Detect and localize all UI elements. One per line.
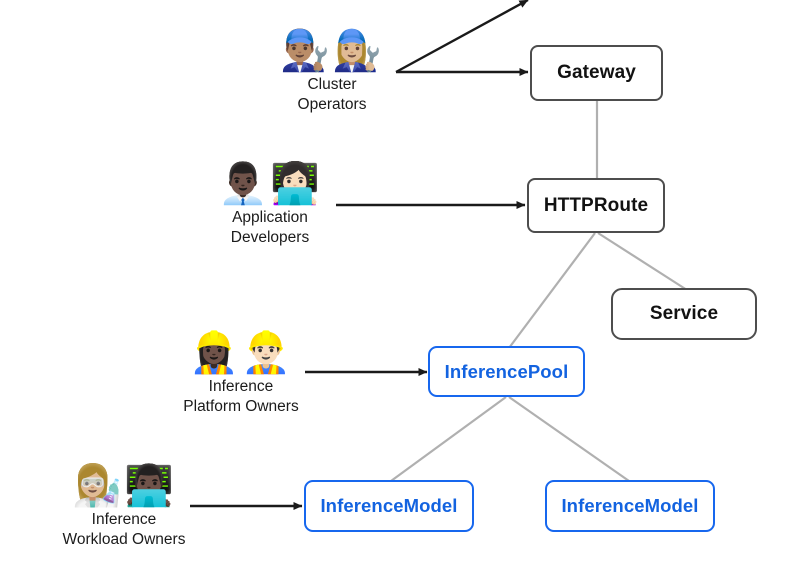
inference-workload-owners-emoji: 👩🏼‍🔬👨🏿‍💻 (72, 464, 176, 508)
application-developers-emoji: 👨🏿‍💼👩🏻‍💻 (218, 162, 322, 206)
inference-platform-owners-emoji: 👷🏿‍♀️👷🏻‍♂️ (189, 331, 293, 375)
cluster-operators-label: Cluster Operators (297, 76, 367, 113)
node-inferencemodel-2-label: InferenceModel (561, 495, 699, 516)
node-httproute-label: HTTPRoute (543, 194, 649, 216)
cluster-operators-emoji: 👨🏽‍🔧👩🏼‍🔧 (280, 29, 384, 73)
inference-platform-owners-label: Inference Platform Owners (183, 378, 299, 415)
persona-cluster-operators: 👨🏽‍🔧👩🏼‍🔧 Cluster Operators (217, 28, 447, 115)
node-inferencemodel-2[interactable]: InferenceModel (545, 480, 715, 532)
node-service-label: Service (649, 303, 719, 324)
edge-httproute-service (597, 232, 688, 291)
edge-inferencepool-model-2 (508, 396, 630, 482)
persona-inference-platform-owners: 👷🏿‍♀️👷🏻‍♂️ Inference Platform Owners (126, 330, 356, 417)
node-inferencemodel-1-label: InferenceModel (320, 495, 458, 516)
persona-application-developers: 👨🏿‍💼👩🏻‍💻 Application Developers (155, 161, 385, 248)
node-gateway[interactable]: Gateway (530, 45, 663, 101)
application-developers-label: Application Developers (230, 209, 310, 246)
edge-inferencepool-model-1 (390, 396, 507, 482)
node-inferencepool[interactable]: InferencePool (428, 346, 585, 397)
node-gateway-label: Gateway (557, 62, 636, 83)
node-inferencemodel-1[interactable]: InferenceModel (304, 480, 474, 532)
edge-httproute-inferencepool (508, 232, 596, 349)
persona-inference-workload-owners: 👩🏼‍🔬👨🏿‍💻 Inference Workload Owners (9, 463, 239, 550)
node-inferencepool-label: InferencePool (444, 360, 569, 382)
inference-workload-owners-label: Inference Workload Owners (62, 511, 186, 548)
node-httproute[interactable]: HTTPRoute (527, 178, 665, 233)
node-service[interactable]: Service (611, 288, 757, 340)
